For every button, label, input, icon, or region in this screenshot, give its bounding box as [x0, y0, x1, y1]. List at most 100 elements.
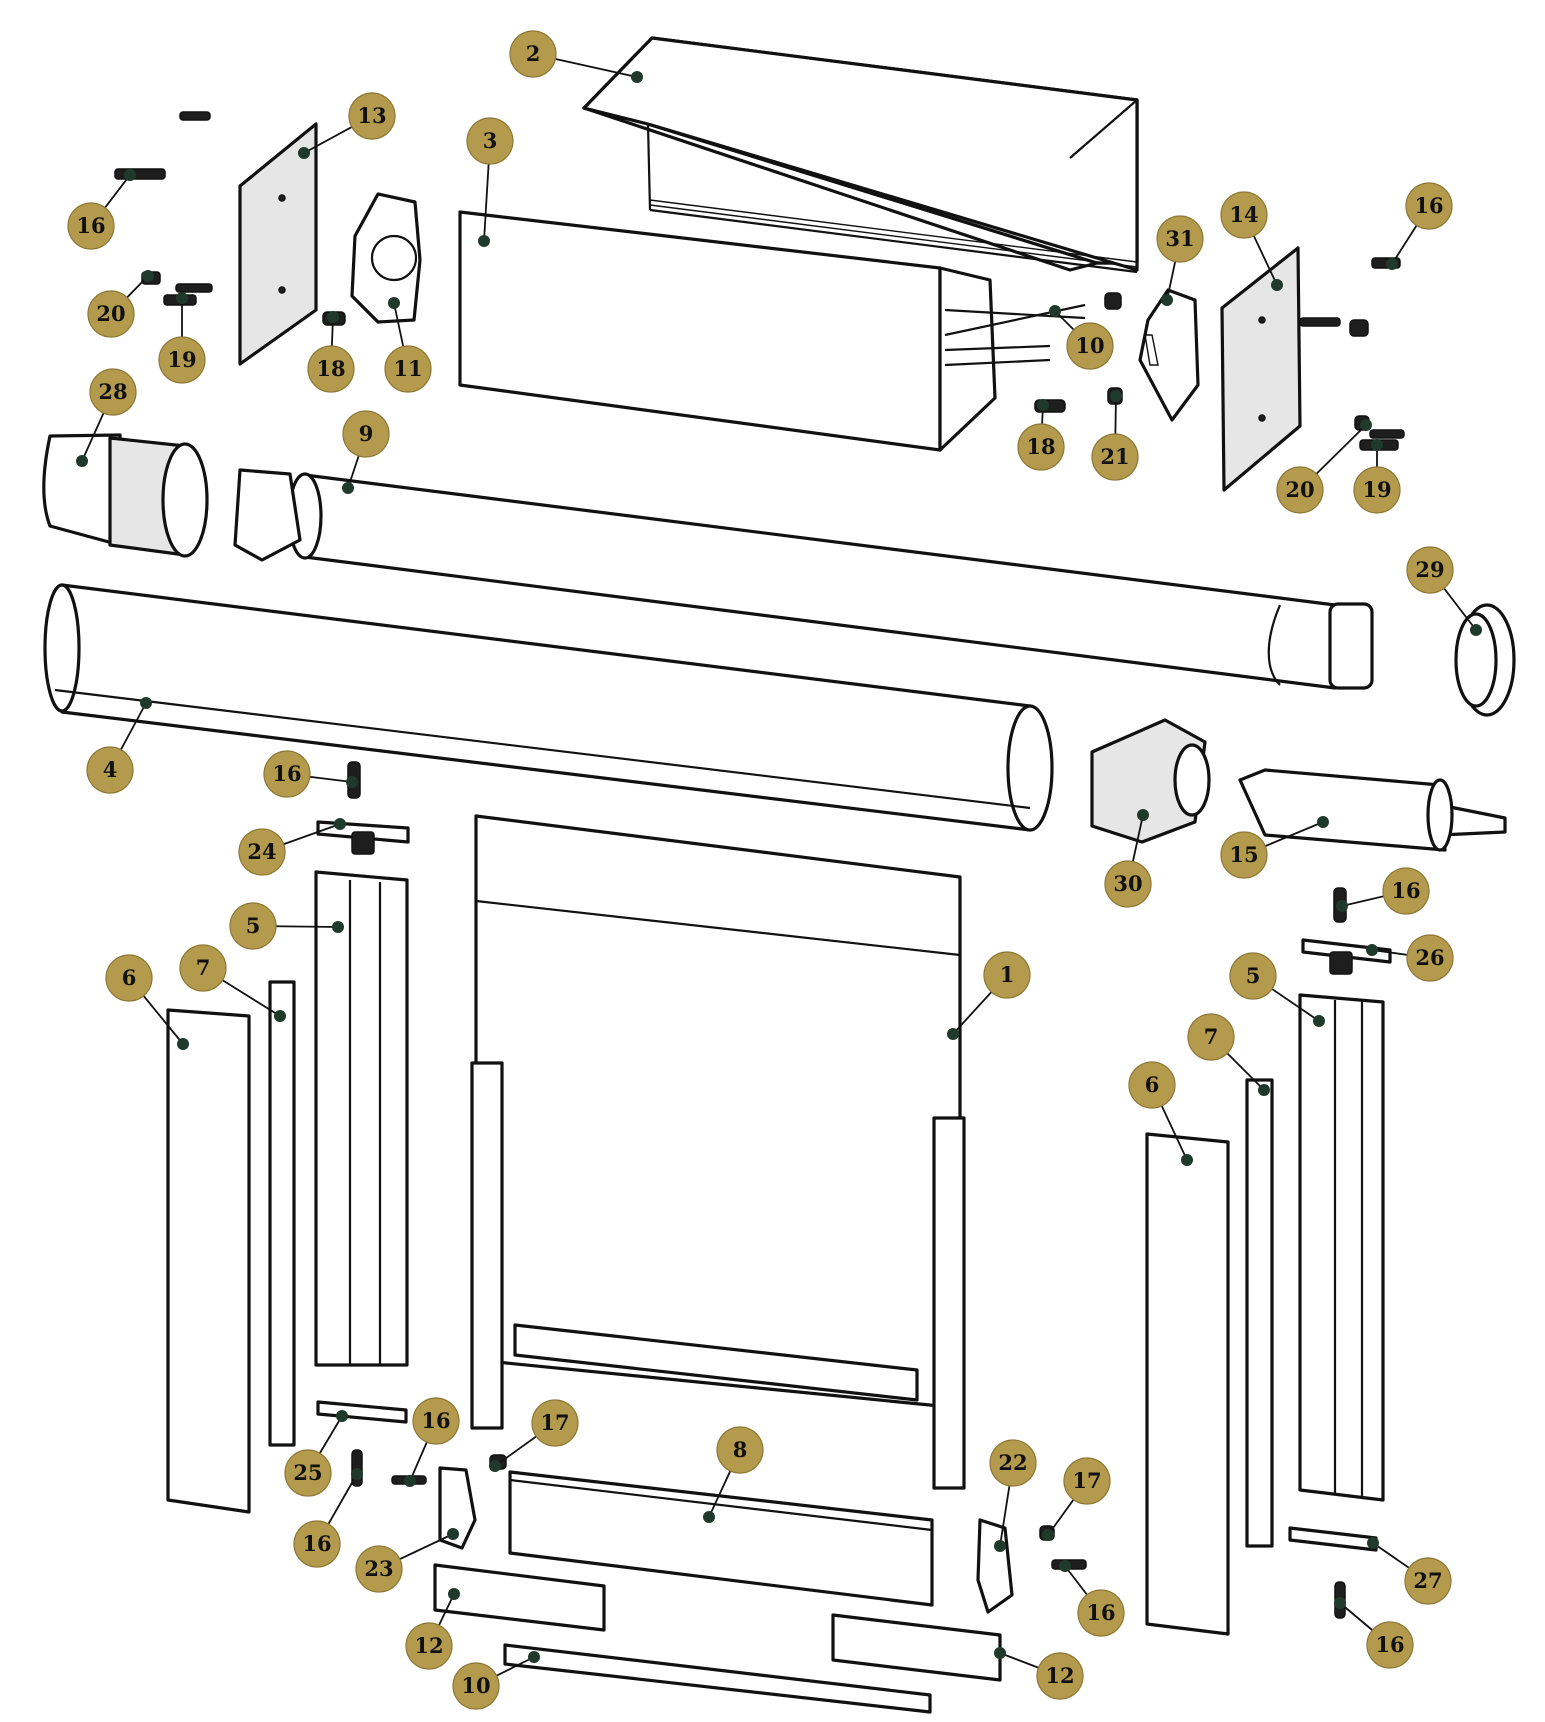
callout-target-dot: [342, 482, 354, 494]
callout-label: 3: [483, 128, 498, 153]
callout-label: 13: [357, 103, 386, 128]
callout-14: 14: [1220, 191, 1283, 291]
callout-target-dot: [947, 1028, 959, 1040]
callout-label: 7: [196, 955, 211, 980]
bottom-right-clip: [1288, 1526, 1378, 1552]
callout-target-dot: [447, 1528, 459, 1540]
callout-22: 22: [989, 1439, 1037, 1552]
left-weight: [433, 1563, 606, 1632]
callout-7: 7: [179, 944, 286, 1022]
left-guide-rail: [314, 870, 409, 1367]
left-end-piece: [438, 1466, 477, 1550]
motor-tube: [233, 468, 1374, 690]
callout-target-dot: [334, 818, 346, 830]
callout-target-dot: [336, 1410, 348, 1422]
callout-6: 6: [1128, 1061, 1193, 1166]
callout-target-dot: [76, 455, 88, 467]
callout-19: 19: [158, 292, 206, 384]
callout-badge: [1276, 466, 1324, 514]
callout-badge: [1220, 831, 1268, 879]
callout-badge: [229, 902, 277, 950]
left-cover-strip: [166, 1008, 251, 1514]
callout-label: 19: [167, 347, 196, 372]
callout-target-dot: [124, 169, 136, 181]
callout-label: 15: [1229, 842, 1258, 867]
callout-label: 7: [1204, 1024, 1219, 1049]
callout-target-dot: [298, 147, 310, 159]
callout-27: 27: [1367, 1537, 1452, 1605]
callout-badge: [1382, 867, 1430, 915]
callout-16: 16: [263, 750, 358, 798]
callout-badge: [348, 92, 396, 140]
callout-15: 15: [1220, 816, 1329, 879]
callout-badge: [989, 1439, 1037, 1487]
right-seal-strip: [1245, 1078, 1274, 1548]
callout-target-dot: [1336, 900, 1348, 912]
callout-label: 6: [122, 965, 137, 990]
callout-target-dot: [703, 1511, 715, 1523]
callout-label: 2: [526, 41, 541, 66]
callout-target-dot: [177, 1038, 189, 1050]
callout-badge: [1353, 466, 1401, 514]
callout-12: 12: [994, 1647, 1084, 1700]
callout-10: 10: [1049, 305, 1114, 370]
callout-16: 16: [1334, 1597, 1414, 1669]
callout-target-dot: [351, 1468, 363, 1480]
callout-label: 8: [733, 1437, 748, 1462]
callout-target-dot: [1049, 305, 1061, 317]
callout-label: 26: [1415, 945, 1444, 970]
callout-16: 16: [293, 1468, 363, 1568]
callout-badge: [293, 1520, 341, 1568]
callout-target-dot: [478, 235, 490, 247]
callout-badge: [983, 951, 1031, 999]
callout-badge: [284, 1449, 332, 1497]
callout-badge: [263, 750, 311, 798]
callout-target-dot: [489, 1460, 501, 1472]
callout-target-dot: [994, 1647, 1006, 1659]
callout-badge: [1077, 1589, 1125, 1637]
callout-target-dot: [631, 71, 643, 83]
callout-label: 20: [1285, 477, 1314, 502]
callout-20: 20: [87, 270, 154, 338]
callout-17: 17: [489, 1399, 579, 1472]
callout-badge: [1091, 433, 1139, 481]
left-seal-strip: [268, 980, 296, 1447]
lower-rail: [503, 1643, 932, 1714]
callout-label: 16: [76, 213, 105, 238]
callout-label: 24: [247, 839, 276, 864]
callout-target-dot: [1258, 1084, 1270, 1096]
callout-label: 29: [1415, 557, 1444, 582]
callout-21: 21: [1091, 390, 1139, 481]
callout-26: 26: [1366, 934, 1454, 982]
callout-target-dot: [1181, 1154, 1193, 1166]
callout-target-dot: [327, 311, 339, 323]
callout-badge: [1128, 1061, 1176, 1109]
callout-5: 5: [1229, 952, 1325, 1027]
callout-4: 4: [86, 697, 152, 794]
callout-label: 14: [1229, 202, 1258, 227]
callout-badge: [1405, 182, 1453, 230]
callout-target-dot: [1334, 1597, 1346, 1609]
callout-target-dot: [994, 1540, 1006, 1552]
callout-badge: [466, 117, 514, 165]
callout-16: 16: [1059, 1560, 1125, 1637]
callout-target-dot: [1042, 1529, 1054, 1541]
callout-label: 5: [246, 913, 261, 938]
parts-drawing: [42, 36, 1516, 1714]
callout-19: 19: [1353, 439, 1401, 514]
callout-label: 6: [1145, 1072, 1160, 1097]
callout-badge: [1063, 1457, 1111, 1505]
callout-11: 11: [384, 297, 432, 393]
callout-target-dot: [140, 697, 152, 709]
callout-16: 16: [1386, 182, 1453, 270]
left-end-cap: [42, 433, 209, 558]
callout-badge: [405, 1622, 453, 1670]
bottom-bar: [508, 1470, 934, 1607]
callout-31: 31: [1156, 215, 1204, 306]
callout-badge: [238, 828, 286, 876]
callout-badge: [1187, 1013, 1235, 1061]
right-guide-rail: [1298, 993, 1385, 1502]
callout-target-dot: [528, 1651, 540, 1663]
